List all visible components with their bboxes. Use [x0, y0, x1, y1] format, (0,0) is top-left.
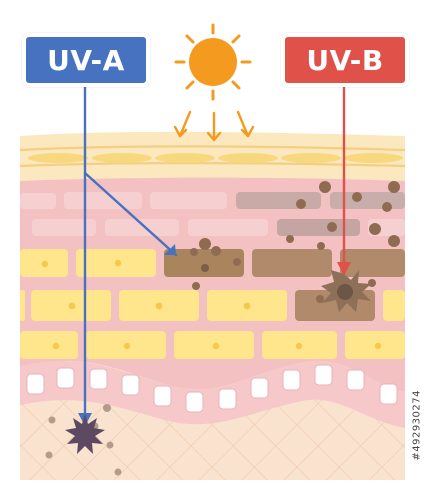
uva-label: UV-A: [47, 43, 125, 77]
pigmented-cells-uvb: [236, 181, 405, 321]
pigmented-cells-uva: [164, 238, 332, 290]
uva-label-box: UV-A: [22, 33, 150, 87]
uvb-damage-burst: [321, 270, 371, 312]
uva-arrows: [83, 85, 178, 415]
stratum-line-2: [20, 161, 405, 168]
basal-cells: [26, 364, 398, 413]
damage-burst-icon: [65, 414, 105, 454]
sun-icon: [174, 23, 252, 101]
stock-id-watermark: #492930274: [412, 390, 423, 461]
skin-layers: [20, 131, 405, 480]
top-oval-cells: [28, 153, 403, 163]
uvb-label: UV-B: [306, 43, 384, 77]
basal-layer: [20, 360, 405, 428]
uvb-label-box: UV-B: [281, 33, 409, 87]
uvb-arrow: [337, 85, 351, 276]
stratum-line-1: [20, 145, 405, 152]
sun-ray-arrows: [173, 110, 255, 142]
uva-upper-arrowhead: [164, 244, 176, 255]
